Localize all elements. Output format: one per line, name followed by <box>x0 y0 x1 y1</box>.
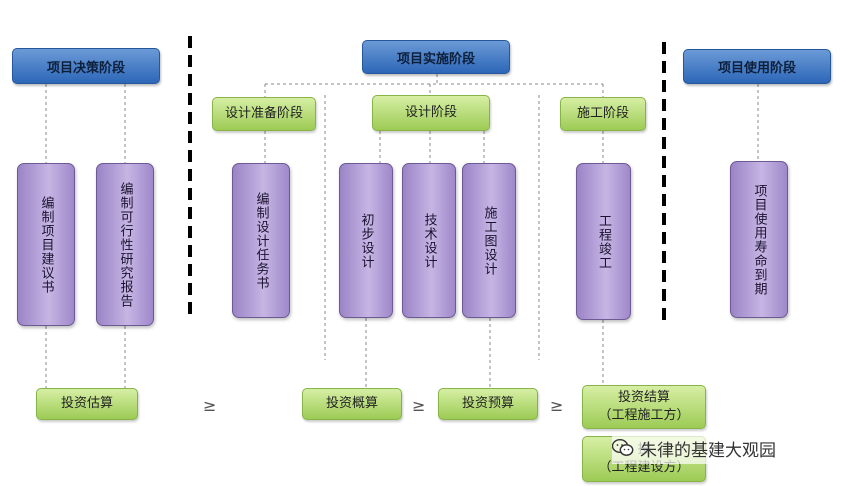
ge-symbol-2: ≥ <box>412 396 426 415</box>
phase-implementation: 项目实施阶段 <box>362 40 510 74</box>
subphase-construction: 施工阶段 <box>560 97 646 131</box>
ge-symbol-3: ≥ <box>550 396 564 415</box>
cost-budget-estimate: 投资概算 <box>302 388 402 420</box>
activity-feasibility: 编制可行性研究报告 <box>96 163 154 326</box>
activity-proposal: 编制项目建议书 <box>17 163 75 326</box>
cost-settlement-label: 投资结算 <box>617 390 670 406</box>
subphase-design-prep: 设计准备阶段 <box>212 97 316 131</box>
wechat-icon <box>612 439 634 456</box>
activity-completion: 工程竣工 <box>576 163 631 320</box>
phase-usage: 项目使用阶段 <box>683 49 831 84</box>
separator-decision-implementation <box>188 36 194 321</box>
activity-design-brief: 编制设计任务书 <box>232 163 290 318</box>
watermark-text: 朱律的基建大观园 <box>640 440 776 461</box>
activity-technical-design: 技术设计 <box>402 163 456 318</box>
activity-construction-drawing: 施工图设计 <box>462 163 516 318</box>
cost-budget: 投资预算 <box>438 388 538 420</box>
cost-settlement-note: （工程施工方） <box>598 408 690 423</box>
cost-settlement: 投资结算 （工程施工方） <box>582 385 706 429</box>
activity-preliminary-design: 初步设计 <box>339 163 393 318</box>
separator-implementation-usage <box>662 42 668 327</box>
subphase-design: 设计阶段 <box>372 95 490 131</box>
cost-estimate: 投资估算 <box>36 388 138 420</box>
ge-symbol-1: ≥ <box>203 396 217 415</box>
watermark: 朱律的基建大观园 <box>612 432 842 464</box>
activity-usage-expiry: 项目使用寿命到期 <box>730 161 788 318</box>
phase-decision: 项目决策阶段 <box>12 48 160 84</box>
